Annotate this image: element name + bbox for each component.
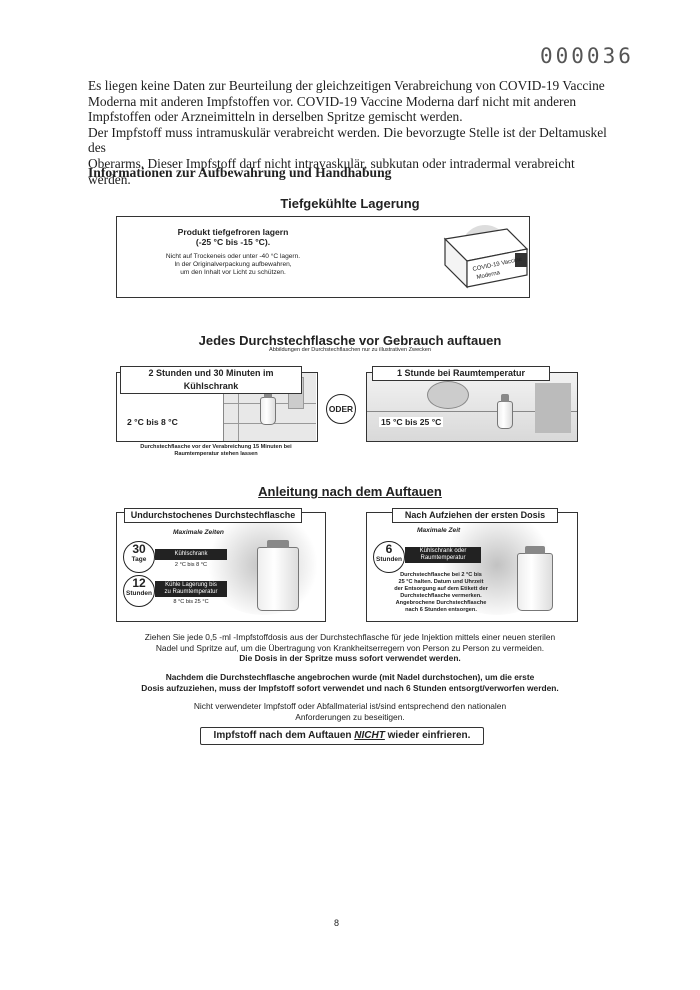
frozen-sub-line: um den Inhalt vor Licht zu schützen. [180,269,286,276]
hours-unit: Stunden [126,590,152,597]
instruction-line: Ziehen Sie jede 0,5 -ml -Impfstoffdosis … [144,632,556,642]
fridge-temperature: 2 °C bis 8 °C [127,417,178,427]
days-unit: Tage [131,556,147,563]
intro-line: Moderna mit anderen Impfstoffen vor. COV… [88,93,577,109]
instruction-line: Nadel und Spritze auf, um die Übertragun… [155,642,545,653]
after-first-dose-box: Maximale Zeit 6 Stunden Kühlschrank oder… [366,512,578,622]
unpunctured-vial-box: Maximale Zeiten 30 Tage Kühlschrank 2 °C… [116,512,326,622]
instruction-paragraph-3: Nicht verwendeter Impfstoff oder Abfallm… [100,701,600,722]
fridge-or-room-line: Kühlschrank oder [419,548,467,554]
section-heading: Informationen zur Aufbewahrung und Handh… [88,165,392,180]
intro-line: Der Impfstoff muss intramuskulär verabre… [88,124,607,156]
frozen-main-text: Produkt tiefgefroren lagern (-25 °C bis … [123,227,343,247]
room-temperature: 15 °C bis 25 °C [379,417,444,427]
intro-line: Impfstoffen oder Arzneimitteln in dersel… [88,109,463,125]
intro-line: Oberarms. Dieser Impfstoff darf nicht in… [88,155,575,187]
vial-icon [497,394,513,429]
thaw-subtitle: Abbildungen der Durchstechflaschen nur z… [269,347,431,353]
instruction-line: Dosis aufzuziehen, muss der Impfstoff so… [141,682,559,693]
thaw-title: Jedes Durchstechflasche vor Gebrauch auf… [198,333,502,348]
fridge-thaw-label: 2 Stunden und 30 Minuten im Kühlschrank [120,366,302,394]
room-thaw-label: 1 Stunde bei Raumtemperatur [372,366,550,381]
six-number: 6 [385,542,393,556]
room-illustration [367,373,577,441]
after-dose-line: Angebrochene Durchstechflasche [395,600,487,606]
frozen-main-line: Produkt tiefgefroren lagern [177,227,289,237]
frozen-storage-title: Tiefgekühlte Lagerung [280,196,420,211]
after-dose-line: der Entsorgung auf dem Etikett der [394,586,488,592]
warning-text: wieder einfrieren. [384,730,471,741]
instruction-paragraph-2: Nachdem die Durchstechflasche angebroche… [100,672,600,693]
after-first-dose-label: Nach Aufziehen der ersten Dosis [392,508,558,523]
warning-emphasis: NICHT [354,730,385,741]
frozen-sub-line: Nicht auf Trockeneis oder unter -40 °C l… [165,253,301,260]
hours-badge: 12 Stunden [123,575,155,607]
cool-storage-line: Kühle Lagerung bis [165,582,217,588]
frozen-storage-box: Produkt tiefgefroren lagern (-25 °C bis … [116,216,530,298]
or-badge: ODER [326,394,356,424]
days-number: 30 [132,542,146,556]
intro-paragraph: Es liegen keine Daten zur Beurteilung de… [88,78,608,187]
fridge-label: Kühlschrank [155,549,227,560]
carton-label: Moderna [476,270,501,281]
intro-line: Es liegen keine Daten zur Beurteilung de… [88,78,605,93]
unpunctured-vial-label: Undurchstochenes Durchstechflasche [124,508,302,523]
room-thaw-box: 15 °C bis 25 °C [366,372,578,442]
instruction-line: Anforderungen zu beseitigen. [295,711,405,722]
fridge-thaw-note: Durchstechflasche vor der Verabreichung … [116,444,316,458]
after-dose-line: Durchstechflasche bei 2 °C bis [400,572,482,578]
document-stamp-number: 000036 [540,44,634,68]
vial-icon [517,546,553,611]
max-time-label: Maximale Zeit [417,527,461,534]
warning-text: Impfstoff nach dem Auftauen [213,730,355,741]
guide-title: Anleitung nach dem Auftauen [258,484,442,499]
frozen-main-line: (-25 °C bis -15 °C). [195,237,271,247]
after-dose-instructions: Durchstechflasche bei 2 °C bis 25 °C hal… [391,572,491,614]
vaccine-carton-illustration: COVID-19 Vaccine Moderna [443,225,529,289]
vial-icon [257,540,299,611]
days-badge: 30 Tage [123,541,155,573]
fridge-or-room-line: Raumtemperatur [420,555,466,561]
no-refreeze-warning: Impfstoff nach dem Auftauen NICHT wieder… [200,727,484,745]
after-dose-line: Durchstechflasche vermerken. [400,593,482,599]
vial-icon [260,390,276,425]
frozen-sub-text: Nicht auf Trockeneis oder unter -40 °C l… [123,253,343,277]
fridge-or-room-label: Kühlschrank oder Raumtemperatur [405,547,481,563]
frozen-sub-line: In der Originalverpackung aufbewahren, [174,261,292,268]
fridge-temp-label: 2 °C bis 8 °C [174,562,208,568]
fridge-note-line: Raumtemperatur stehen lassen [174,451,258,457]
after-dose-line: 25 °C halten. Datum und Uhrzeit [398,579,484,585]
instruction-line: Nicht verwendeter Impfstoff oder Abfallm… [193,701,507,711]
instruction-paragraph-1: Ziehen Sie jede 0,5 -ml -Impfstoffdosis … [100,632,600,664]
cool-storage-label: Kühle Lagerung bis zu Raumtemperatur [155,581,227,597]
fridge-note-line: Durchstechflasche vor der Verabreichung … [140,444,292,450]
instruction-line: Nachdem die Durchstechflasche angebroche… [165,672,535,682]
cool-storage-line: zu Raumtemperatur [164,589,218,595]
page-number: 8 [334,918,340,928]
six-unit: Stunden [376,556,402,563]
hours-number: 12 [132,576,146,590]
max-times-label: Maximale Zeiten [173,529,224,536]
after-dose-line: nach 6 Stunden entsorgen. [405,607,477,613]
cool-temp-label: 8 °C bis 25 °C [173,599,209,605]
instruction-line: Die Dosis in der Spritze muss sofort ver… [239,653,461,663]
six-hours-badge: 6 Stunden [373,541,405,573]
